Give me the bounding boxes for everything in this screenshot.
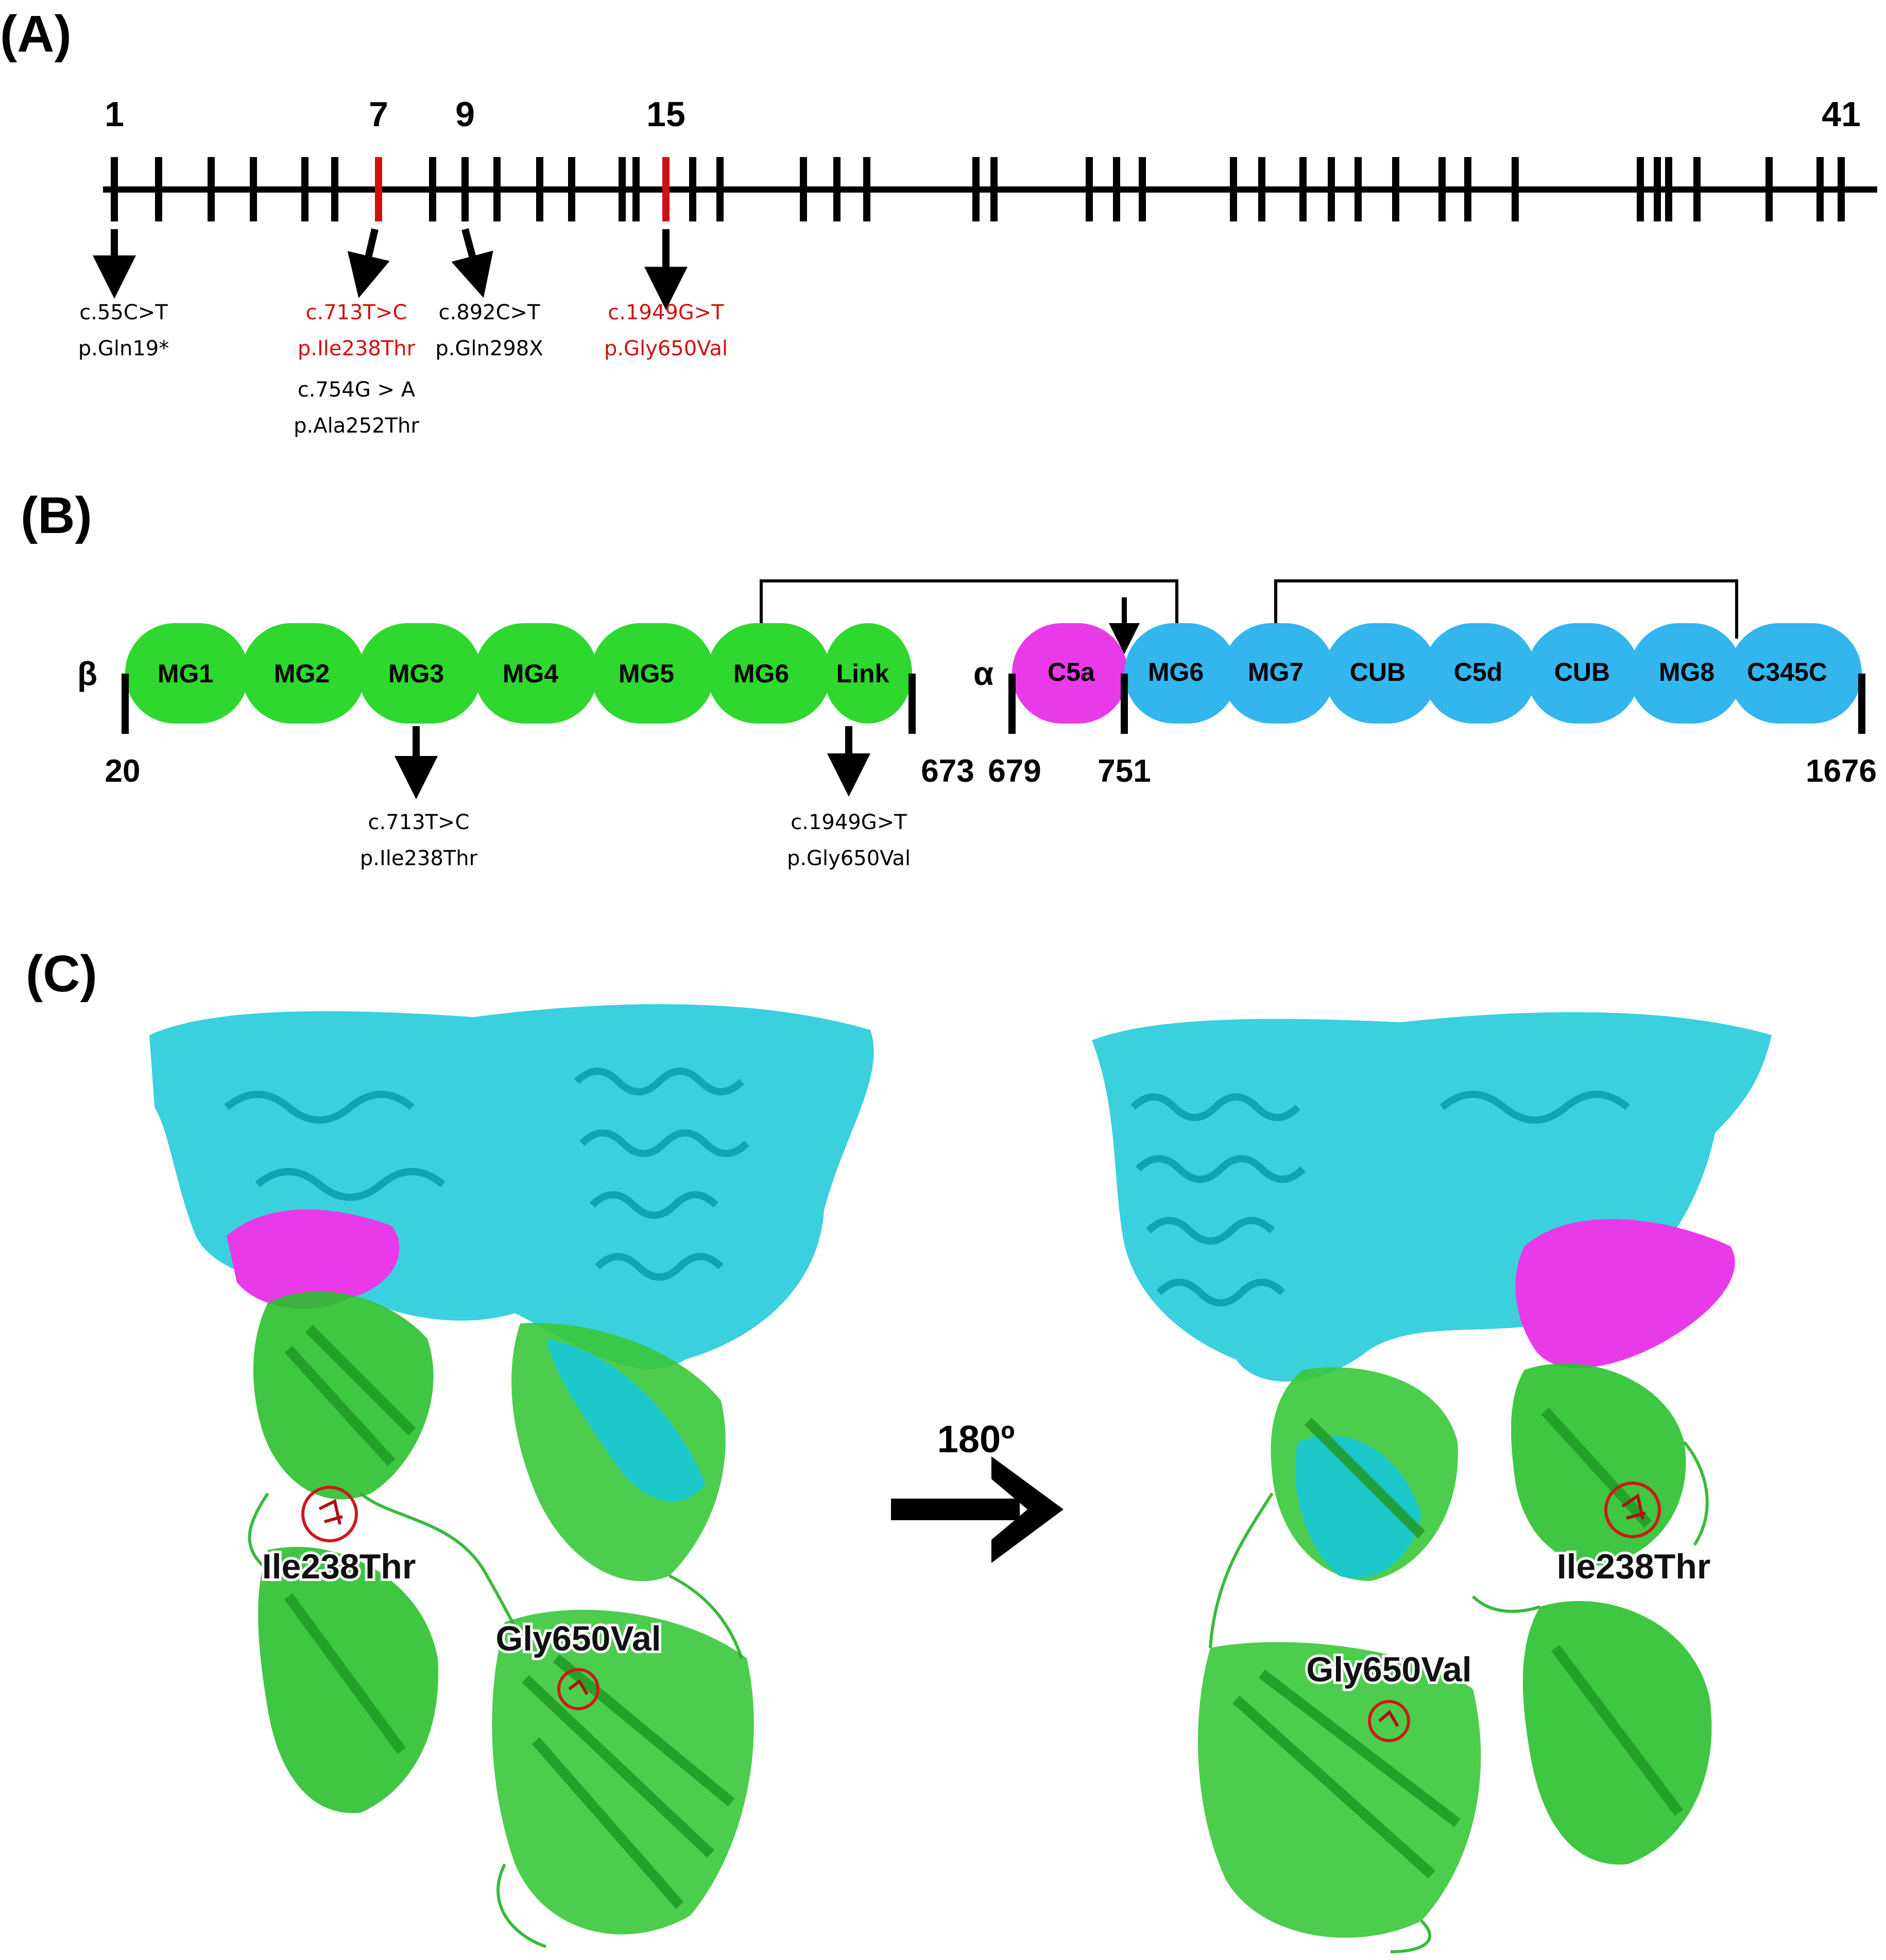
- alpha-domains: C5a MG6 MG7 CUB C5d CUB MG8 C345C: [1012, 623, 1862, 724]
- domain-label-mg1: MG1: [158, 659, 213, 688]
- domain-diagram: β α MG1 MG2 MG3 MG4 MG5 MG6 Link: [77, 579, 1877, 870]
- domain-mg8: [1629, 623, 1742, 724]
- c5a-ribbon-left: [227, 1209, 400, 1309]
- domain-label-c5d: C5d: [1454, 658, 1502, 686]
- mutation-protein-exon7-second: p.Ala252Thr: [294, 414, 419, 438]
- beta-chain-label: β: [77, 655, 97, 692]
- beta-strands-left: [284, 1325, 735, 1909]
- loops-left: [248, 1492, 743, 1948]
- disulfide-bracket-2: [1274, 579, 1738, 639]
- domain-cub-2: [1527, 623, 1640, 724]
- domain-label-mg4: MG4: [503, 659, 559, 688]
- domain-label-mg6-beta: MG6: [733, 659, 789, 688]
- mutation-residue-gly650val-left: [568, 1679, 589, 1695]
- domain-c5d: [1423, 623, 1536, 724]
- label-gly650val-right: Gly650Val: [1306, 1650, 1471, 1689]
- disulfide-bracket-1: [760, 579, 1178, 623]
- mutation-protein-exon7: p.Ile238Thr: [298, 337, 416, 360]
- label-ile238thr-right: Ile238Thr: [1557, 1547, 1711, 1586]
- domain-mutation-cdna-mg3: c.713T>C: [368, 811, 470, 834]
- mutation-site-gly650val-left: [557, 1668, 599, 1710]
- position-679: 679: [988, 753, 1041, 789]
- beta-domains: MG1 MG2 MG3 MG4 MG5 MG6 Link: [125, 623, 912, 724]
- domain-label-cub-1: CUB: [1350, 658, 1405, 686]
- mutation-cdna-exon7: c.713T>C: [306, 301, 407, 324]
- mutation-residue-ile238thr-right: [1621, 1493, 1646, 1520]
- domain-label-mg3: MG3: [388, 659, 444, 688]
- mutation-cdna-exon7-second: c.754G > A: [298, 378, 416, 402]
- domain-c345c: [1729, 623, 1862, 724]
- linker-ribbon-left: [546, 1339, 706, 1502]
- beta-chain-ribbon-left: [253, 1291, 434, 1500]
- domain-label-mg8: MG8: [1659, 658, 1714, 686]
- protein-structure-left: Ile238Thr Gly650Val: [149, 1004, 874, 1948]
- alpha-chain-ribbon-left: [149, 1004, 874, 1369]
- mutation-site-gly650val-right: [1368, 1700, 1410, 1742]
- exon-label-15: 15: [646, 95, 685, 134]
- domain-label-link: Link: [836, 659, 889, 688]
- mutation-arrow-exon9: [451, 228, 493, 298]
- domain-mg7: [1222, 623, 1335, 724]
- loops-right: [1209, 1441, 1709, 1953]
- domain-mg2: [242, 623, 365, 724]
- exon-label-1: 1: [105, 95, 124, 134]
- position-1676: 1676: [1806, 753, 1877, 789]
- exon-label-7: 7: [369, 95, 388, 134]
- domain-link: [824, 623, 912, 724]
- position-751: 751: [1098, 753, 1151, 789]
- domain-cub-1: [1324, 623, 1437, 724]
- protein-structure-right: Ile238Thr Gly650Val: [1092, 1012, 1772, 1953]
- domain-mutation-cdna-link: c.1949G>T: [791, 811, 907, 834]
- mutation-protein-exon15: p.Gly650Val: [604, 337, 728, 360]
- alpha-chain-helices-left: [224, 1068, 749, 1281]
- position-20: 20: [105, 753, 141, 789]
- domain-mutation-protein-mg3: p.Ile238Thr: [360, 847, 478, 870]
- linker-ribbon-right: [1295, 1435, 1421, 1578]
- alpha-chain-label: α: [973, 655, 993, 692]
- mutation-site-ile238thr-left: [301, 1486, 358, 1542]
- domain-mg1: [125, 623, 249, 724]
- mutation-cdna-exon9: c.892C>T: [439, 301, 541, 324]
- panel-a-label: (A): [0, 5, 72, 63]
- domain-mutation-protein-link: p.Gly650Val: [787, 847, 911, 870]
- mutation-residue-gly650val-right: [1378, 1710, 1399, 1727]
- mutation-cdna-exon15: c.1949G>T: [608, 301, 724, 324]
- exon-ticks: [111, 157, 1845, 221]
- domain-label-cub-2: CUB: [1554, 658, 1610, 686]
- mutation-protein-exon9: p.Gln298X: [435, 337, 543, 360]
- domain-mg6-alpha: [1124, 623, 1238, 724]
- c5a-ribbon-right: [1515, 1219, 1735, 1368]
- position-673: 673: [921, 753, 974, 789]
- mutation-cdna-exon1: c.55C>T: [79, 301, 168, 324]
- rotation-label: 180º: [937, 1418, 1015, 1460]
- domain-mg5: [591, 623, 714, 724]
- panel-c-label: (C): [26, 945, 97, 1003]
- domain-label-c5a: C5a: [1048, 658, 1095, 686]
- mutation-site-ile238thr-right: [1604, 1482, 1661, 1538]
- mutation-protein-exon1: p.Gln19*: [78, 337, 169, 360]
- exon-label-9: 9: [455, 95, 475, 134]
- label-gly650val-left: Gly650Val: [495, 1619, 661, 1658]
- domain-label-mg2: MG2: [274, 659, 330, 688]
- panel-b-label: (B): [21, 487, 92, 544]
- alpha-chain-helices-right: [1130, 1091, 1630, 1306]
- gene-diagram: 1 7 9 15 41 c.55C>T p.Gln19* c.713T>C p.…: [78, 95, 1877, 438]
- mutation-arrow-exon7: [347, 228, 390, 298]
- label-ile238thr-left: Ile238Thr: [262, 1547, 416, 1586]
- mutation-residue-ile238thr-left: [318, 1499, 343, 1525]
- domain-mg6-beta: [707, 623, 831, 724]
- domain-label-mg5: MG5: [619, 659, 674, 688]
- beta-strands-right: [1232, 1407, 1683, 1879]
- domain-label-mg7: MG7: [1248, 658, 1304, 686]
- domain-label-c345c: C345C: [1747, 658, 1827, 686]
- domain-label-mg6-alpha: MG6: [1148, 658, 1204, 686]
- exon-label-41: 41: [1822, 95, 1861, 134]
- domain-mg3: [358, 623, 482, 724]
- domain-mg4: [474, 623, 598, 724]
- rotation-arrow: [891, 1456, 1064, 1563]
- domain-c5a: [1012, 623, 1128, 724]
